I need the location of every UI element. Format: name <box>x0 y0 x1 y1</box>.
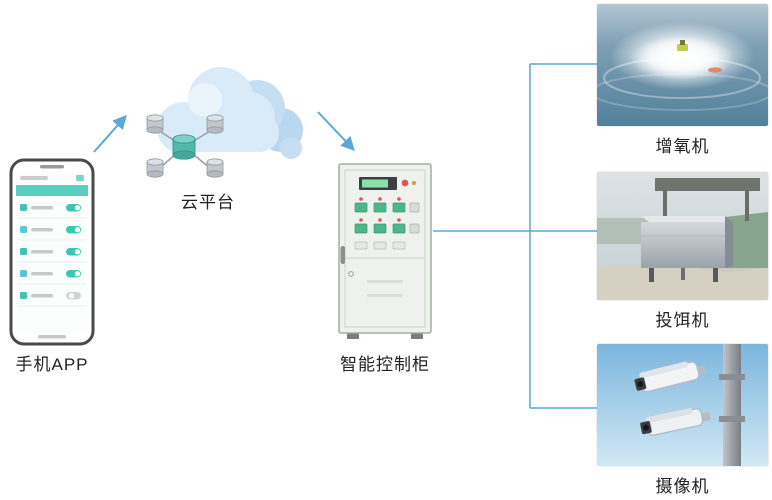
camera-label: 摄像机 <box>655 477 710 496</box>
feeder-image <box>597 172 768 300</box>
aerator-photo <box>597 4 768 126</box>
phone-illustration <box>8 158 96 348</box>
arrow-phone-to-cloud <box>93 114 127 153</box>
control-cabinet-icon <box>338 163 432 339</box>
cabinet-label: 智能控制柜 <box>340 355 430 374</box>
cloud-platform-illustration <box>133 48 313 193</box>
control-cabinet-illustration <box>337 162 433 342</box>
server-cluster-icon <box>146 114 224 178</box>
camera-photo <box>597 344 768 466</box>
camera-image <box>597 344 768 466</box>
cloud-icon <box>146 67 303 178</box>
feeder-label: 投饵机 <box>655 311 710 330</box>
cloud-label: 云平台 <box>181 193 235 212</box>
feeder-photo <box>597 172 768 300</box>
aerator-image <box>597 4 768 126</box>
arrow-cloud-to-cabinet <box>317 111 355 152</box>
smartphone-icon <box>9 158 95 346</box>
phone-label: 手机APP <box>15 355 89 374</box>
aerator-label: 增氧机 <box>655 137 710 156</box>
